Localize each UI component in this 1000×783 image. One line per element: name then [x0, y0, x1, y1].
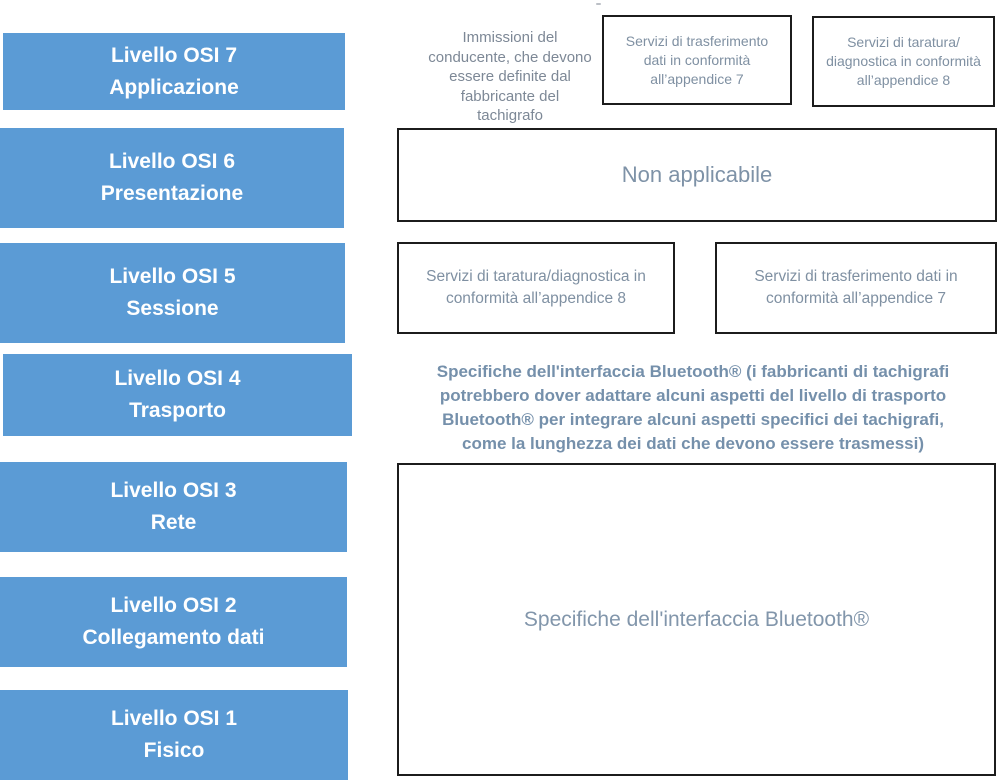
osi-layer-2-level: Livello OSI 2 — [110, 594, 237, 617]
osi-layer-5-name: Sessione — [126, 297, 219, 320]
session-data-transfer-box: Servizi di trasferimento dati in conform… — [715, 242, 997, 334]
osi-layer-1-name: Fisico — [143, 739, 205, 762]
osi-layer-6-box: Livello OSI 6 Presentazione — [0, 128, 344, 228]
not-applicable-label: Non applicabile — [621, 162, 773, 187]
osi-layer-6-name: Presentazione — [100, 182, 244, 205]
not-applicable-box: Non applicabile — [397, 128, 997, 222]
application-calibration-box: Servizi di taratura/ diagnostica in conf… — [812, 16, 995, 107]
osi-layer-7-box: Livello OSI 7 Applicazione — [3, 33, 345, 110]
driver-input-note: Immissioni del conducente, che devono es… — [428, 29, 592, 124]
osi-layer-4-level: Livello OSI 4 — [114, 367, 241, 390]
session-calibration-box: Servizi di taratura/diagnostica in confo… — [397, 242, 675, 334]
session-calibration-label: Servizi di taratura/diagnostica in confo… — [426, 268, 646, 307]
bluetooth-spec-box: Specifiche dell'interfaccia Bluetooth® — [397, 463, 996, 776]
stray-mark — [596, 3, 601, 5]
bluetooth-spec-label: Specifiche dell'interfaccia Bluetooth® — [523, 607, 870, 631]
osi-layer-4-box: Livello OSI 4 Trasporto — [3, 354, 352, 436]
osi-layer-4-name: Trasporto — [129, 399, 226, 422]
session-data-transfer-label: Servizi di trasferimento dati in conform… — [754, 268, 958, 307]
osi-layer-3-name: Rete — [150, 511, 197, 534]
osi-layer-3-box: Livello OSI 3 Rete — [0, 462, 347, 552]
osi-layer-1-level: Livello OSI 1 — [110, 707, 238, 730]
osi-layer-3-level: Livello OSI 3 — [110, 479, 237, 502]
osi-layer-6-level: Livello OSI 6 — [108, 150, 236, 173]
osi-layer-2-box: Livello OSI 2 Collegamento dati — [0, 577, 347, 667]
osi-layer-2-name: Collegamento dati — [82, 626, 265, 649]
application-data-transfer-label: Servizi di trasferimento dati in conform… — [625, 32, 769, 87]
osi-layer-7-name: Applicazione — [109, 75, 239, 99]
application-data-transfer-box: Servizi di trasferimento dati in conform… — [602, 15, 792, 105]
osi-layer-7-level: Livello OSI 7 — [110, 43, 238, 67]
osi-layer-5-level: Livello OSI 5 — [109, 265, 236, 288]
transport-bluetooth-note: Specifiche dell'interfaccia Bluetooth® (… — [436, 362, 950, 453]
osi-layer-1-box: Livello OSI 1 Fisico — [0, 690, 348, 780]
osi-layer-5-box: Livello OSI 5 Sessione — [0, 243, 345, 343]
application-calibration-label: Servizi di taratura/ diagnostica in conf… — [826, 34, 981, 88]
